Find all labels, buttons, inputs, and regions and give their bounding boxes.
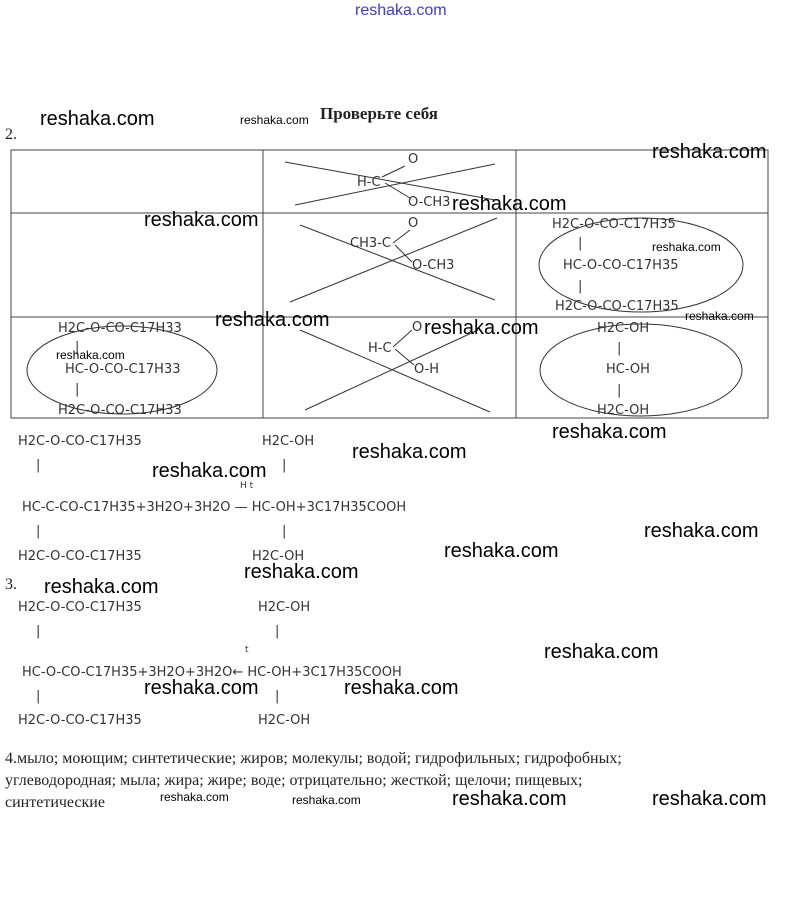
formula-atom: O xyxy=(408,216,419,231)
answer-4-line: 4.мыло; моющим; синтетические; жиров; мо… xyxy=(5,750,622,767)
watermark: reshaka.com xyxy=(552,421,667,443)
site-header-watermark: reshaka.com xyxy=(355,2,447,19)
formula-group: O-H xyxy=(414,362,440,377)
highlight-ellipse xyxy=(26,325,218,415)
equation-line: H2C-O-CO-C17H35 xyxy=(18,713,142,728)
watermark: reshaka.com xyxy=(352,441,467,463)
formula-line: H2C-O-CO-C17H33 xyxy=(58,403,182,418)
watermark-small: reshaka.com xyxy=(240,113,309,127)
formula-group: H-C xyxy=(357,175,381,190)
formula-line: HC-O-CO-C17H33 xyxy=(65,362,181,377)
answer-4-line: углеводородная; мыла; жира; жире; воде; … xyxy=(5,772,583,789)
formula-group: O-CH3 xyxy=(408,195,451,210)
equation-line: H2C-O-CO-C17H35 xyxy=(18,600,142,615)
reaction-condition: t xyxy=(245,645,249,655)
watermark-small: reshaka.com xyxy=(160,790,229,804)
watermark: reshaka.com xyxy=(44,576,159,598)
reaction-condition: H t xyxy=(240,481,254,491)
formula-group: H-C xyxy=(368,341,392,356)
watermark: reshaka.com xyxy=(452,788,567,810)
task-number-3: 3. xyxy=(5,576,17,593)
formula-line: H2C-O-CO-C17H35 xyxy=(555,299,679,314)
bond-bar: | xyxy=(36,624,41,639)
watermark: reshaka.com xyxy=(144,209,259,231)
formula-line: H2C-O-CO-C17H33 xyxy=(58,321,182,336)
bond-bar: | xyxy=(36,689,41,704)
bond-line xyxy=(392,329,413,348)
formula-line: H2C-OH xyxy=(597,321,650,336)
equation-line: H2C-OH xyxy=(252,549,305,564)
watermark-small: reshaka.com xyxy=(292,793,361,807)
bond-line xyxy=(381,165,406,178)
table-border xyxy=(10,149,769,419)
bond-bar: | xyxy=(617,383,622,398)
bond-bar: | xyxy=(282,524,287,539)
watermark: reshaka.com xyxy=(144,677,259,699)
formula-atom: O xyxy=(412,320,423,335)
watermark: reshaka.com xyxy=(424,317,539,339)
cross-line xyxy=(284,161,496,201)
watermark: reshaka.com xyxy=(215,309,330,331)
watermark: reshaka.com xyxy=(344,677,459,699)
watermark: reshaka.com xyxy=(452,193,567,215)
watermark-small: reshaka.com xyxy=(652,240,721,254)
bond-line xyxy=(394,348,415,366)
page-title: Проверьте себя xyxy=(320,104,438,123)
cross-line xyxy=(299,224,496,301)
bond-bar: | xyxy=(578,236,583,251)
formula-line: H2C-O-CO-C17H35 xyxy=(552,217,676,232)
answer-4-line: синтетические xyxy=(5,794,105,811)
formula-atom: O xyxy=(408,152,419,167)
equation-line: HC-O-CO-C17H35+3H2O+3H2O← HC-OH+3C17H35C… xyxy=(22,665,402,680)
equation-line: H2C-OH xyxy=(258,600,311,615)
cross-line xyxy=(289,217,498,303)
cross-line xyxy=(294,163,496,206)
bond-bar: | xyxy=(36,524,41,539)
formula-group: O-CH3 xyxy=(412,258,455,273)
bond-line xyxy=(394,244,413,263)
highlight-ellipse xyxy=(538,217,744,313)
cross-line xyxy=(304,329,479,411)
watermark: reshaka.com xyxy=(652,141,767,163)
watermark: reshaka.com xyxy=(152,460,267,482)
equation-line: HC-C-CO-C17H35+3H2O+3H2O — HC-OH+3C17H35… xyxy=(22,500,407,515)
bond-bar: | xyxy=(617,341,622,356)
task-number-2: 2. xyxy=(5,126,17,143)
bond-bar: | xyxy=(75,382,80,397)
bond-bar: | xyxy=(578,279,583,294)
watermark: reshaka.com xyxy=(244,561,359,583)
watermark: reshaka.com xyxy=(444,540,559,562)
bond-bar: | xyxy=(275,689,280,704)
bond-bar: | xyxy=(282,458,287,473)
watermark-small: reshaka.com xyxy=(685,309,754,323)
equation-line: H2C-O-CO-C17H35 xyxy=(18,549,142,564)
formula-line: HC-OH xyxy=(606,362,650,377)
cross-line xyxy=(299,329,491,413)
highlight-ellipse xyxy=(539,323,743,417)
formula-line: H2C-OH xyxy=(597,403,650,418)
formula-group: CH3-C xyxy=(350,236,391,251)
equation-line: H2C-OH xyxy=(258,713,311,728)
watermark-small: reshaka.com xyxy=(56,348,125,362)
equation-line: H2C-OH xyxy=(262,434,315,449)
watermark: reshaka.com xyxy=(652,788,767,810)
formula-line: HC-O-CO-C17H35 xyxy=(563,258,679,273)
bond-line xyxy=(384,182,411,199)
bond-bar: | xyxy=(275,624,280,639)
watermark: reshaka.com xyxy=(40,108,155,130)
watermark: reshaka.com xyxy=(544,641,659,663)
bond-bar: | xyxy=(75,340,80,355)
equation-line: H2C-O-CO-C17H35 xyxy=(18,434,142,449)
bond-bar: | xyxy=(36,458,41,473)
watermark: reshaka.com xyxy=(644,520,759,542)
bond-line xyxy=(392,229,411,244)
